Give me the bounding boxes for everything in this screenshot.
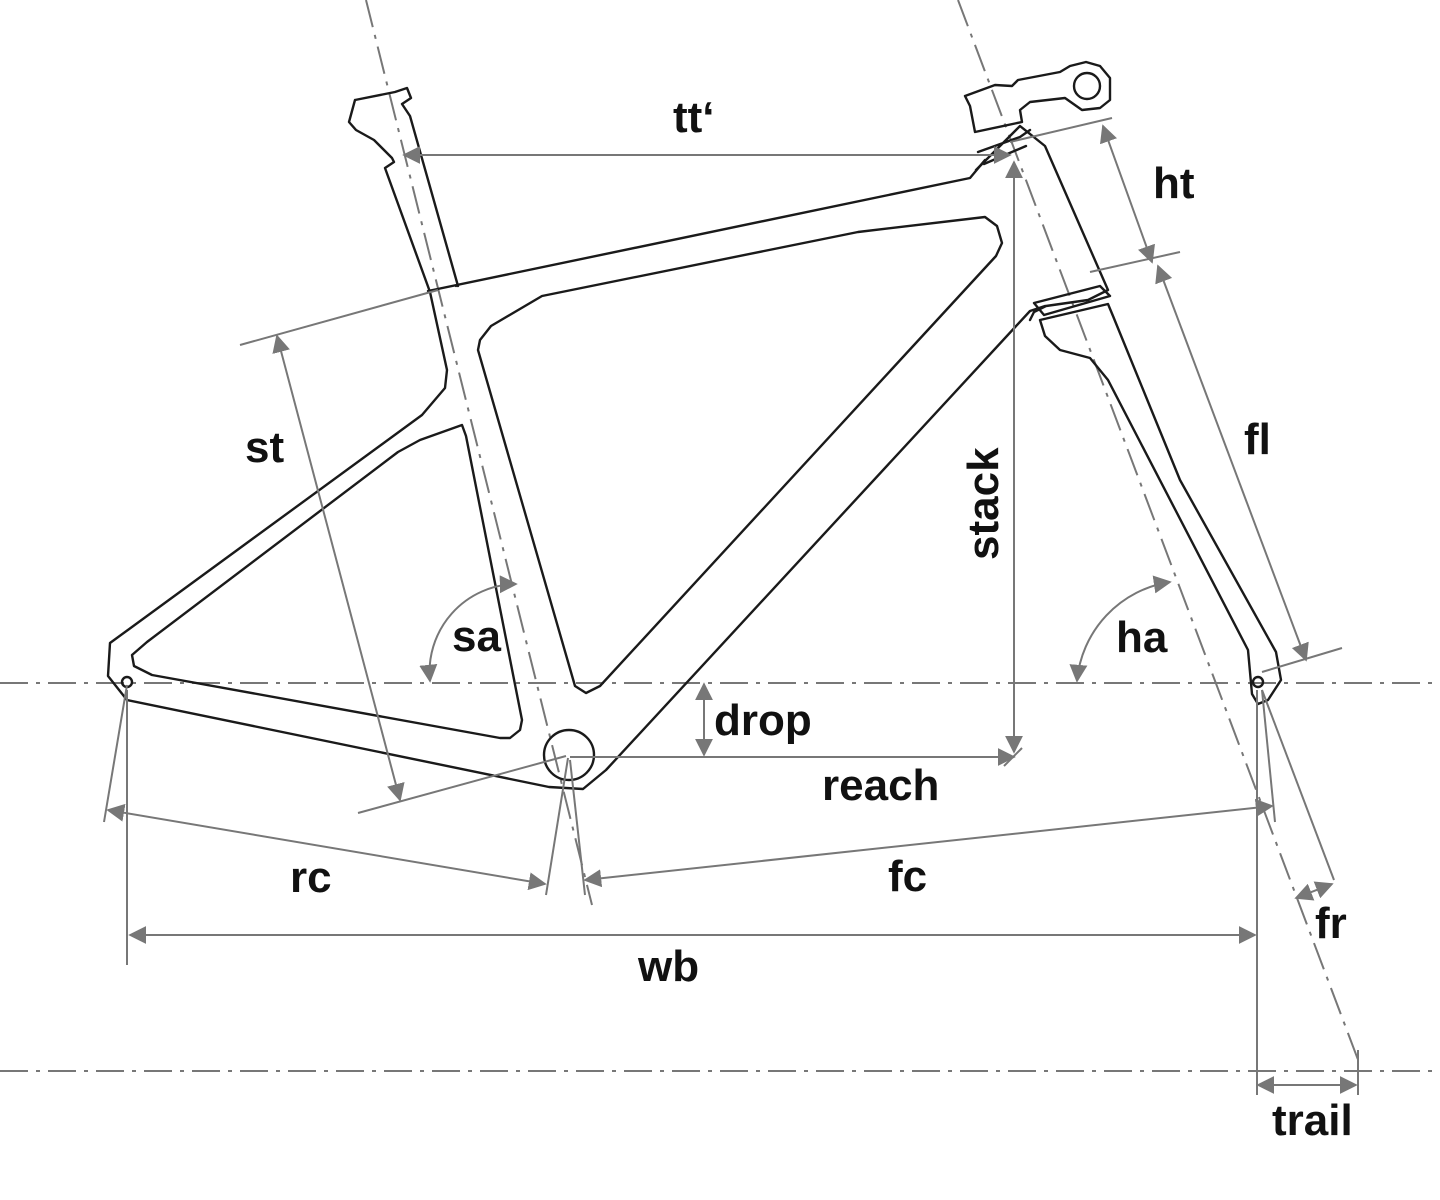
rc-dimension-line bbox=[106, 803, 547, 891]
rear-triangle-inner bbox=[130, 423, 524, 740]
ht-extension-top bbox=[1009, 117, 1113, 143]
label-st: st bbox=[245, 423, 284, 472]
stem-bolt bbox=[1072, 71, 1102, 101]
center-lines bbox=[0, 0, 1440, 1072]
ha-angle-arc bbox=[1069, 575, 1172, 683]
label-fc: fc bbox=[888, 852, 927, 901]
dimension-lines bbox=[103, 117, 1359, 1095]
ht-dimension-line bbox=[1100, 124, 1155, 264]
fc-dimension-line bbox=[583, 798, 1274, 888]
label-ha: ha bbox=[1116, 613, 1168, 662]
st-extension-bottom bbox=[357, 755, 567, 814]
rc-extension-rear bbox=[103, 684, 128, 823]
seat-stay-outer bbox=[106, 290, 1047, 791]
seatpost bbox=[347, 86, 460, 294]
fc-extension-bb bbox=[569, 759, 586, 896]
steering-axis bbox=[957, 0, 1361, 1066]
fr-extension bbox=[1261, 689, 1335, 881]
rc-extension-bb bbox=[545, 757, 569, 896]
label-rc: rc bbox=[290, 853, 332, 902]
reach-tick bbox=[1003, 747, 1023, 767]
main-triangle-inner bbox=[476, 215, 1004, 695]
label-stack: stack bbox=[959, 447, 1008, 560]
label-drop: drop bbox=[714, 696, 812, 745]
label-reach: reach bbox=[822, 761, 939, 810]
seat-tube-axis bbox=[365, 0, 593, 906]
label-tt: tt‘ bbox=[673, 93, 715, 142]
stem bbox=[963, 60, 1112, 134]
front-axle bbox=[1251, 675, 1265, 689]
label-fl: fl bbox=[1244, 415, 1271, 464]
fr-dimension-line bbox=[1294, 881, 1334, 901]
sa-angle-arc bbox=[419, 575, 518, 683]
st-extension-top bbox=[239, 289, 439, 346]
label-fr: fr bbox=[1315, 899, 1347, 948]
ht-extension-bottom bbox=[1089, 251, 1181, 273]
bottom-bracket bbox=[542, 728, 596, 782]
label-wb: wb bbox=[637, 942, 699, 991]
st-dimension-line bbox=[272, 334, 405, 802]
label-ht: ht bbox=[1153, 159, 1195, 208]
top-tube bbox=[426, 158, 987, 293]
fl-dimension-line bbox=[1155, 264, 1309, 662]
label-trail: trail bbox=[1272, 1096, 1353, 1145]
label-sa: sa bbox=[452, 612, 501, 661]
dimension-labels: tt‘ ht st fl stack sa ha drop reach rc f… bbox=[245, 93, 1353, 1145]
